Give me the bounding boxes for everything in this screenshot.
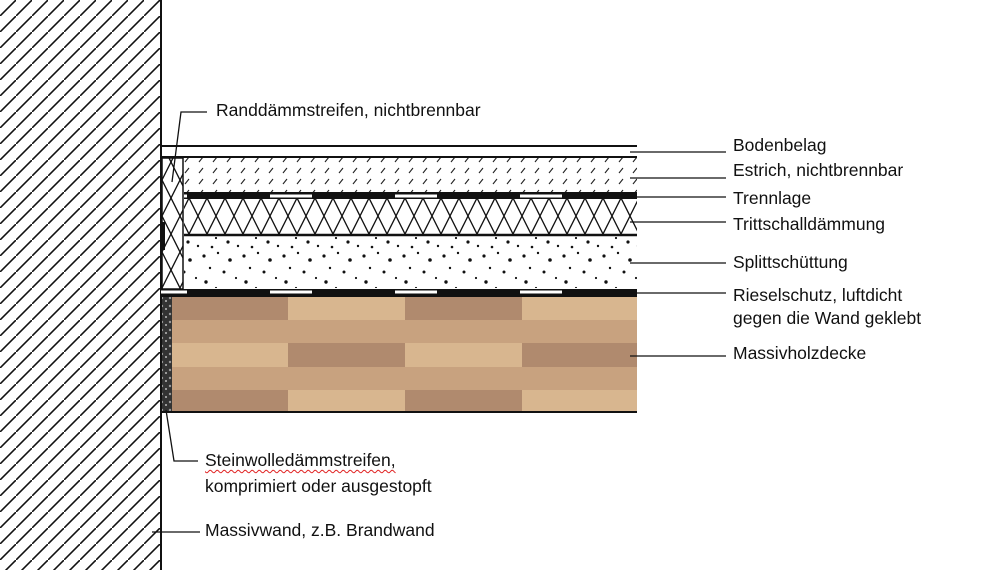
- wood-lamella: [172, 367, 288, 390]
- label-trennlage: Trennlage: [733, 188, 812, 208]
- layer-trennlage: [184, 192, 637, 199]
- wood-lamella: [288, 343, 405, 367]
- massive-wall: [0, 0, 161, 570]
- stone-wool-strip: [162, 297, 172, 412]
- leader-lines: [152, 111, 726, 533]
- label-rieselschutz-line1: Rieselschutz, luftdicht: [733, 285, 903, 305]
- label-bodenbelag: Bodenbelag: [733, 135, 827, 155]
- label-splitt: Splittschüttung: [733, 252, 848, 272]
- wood-lamella: [172, 297, 288, 320]
- label-trittschall: Trittschalldämmung: [733, 214, 886, 234]
- wood-lamella: [405, 390, 522, 412]
- wood-lamella: [405, 343, 522, 367]
- label-massivwand: Massivwand, z.B. Brandwand: [205, 520, 435, 540]
- label-steinwolle-line1: Steinwolledämmstreifen,: [205, 450, 396, 470]
- wood-lamella: [405, 297, 522, 320]
- wood-lamella: [522, 320, 637, 343]
- wood-lamella: [522, 343, 637, 367]
- layer-massivholzdecke: [172, 297, 637, 412]
- wood-lamella: [288, 390, 405, 412]
- wood-lamella: [172, 320, 288, 343]
- wood-lamella: [288, 320, 405, 343]
- wood-lamella: [522, 297, 637, 320]
- label-rieselschutz-line2: gegen die Wand geklebt: [733, 308, 922, 328]
- layer-estrich: [184, 158, 637, 192]
- wood-lamella: [405, 367, 522, 390]
- wood-lamella: [172, 390, 288, 412]
- layer-splitt: [184, 237, 637, 288]
- wood-lamella: [172, 343, 288, 367]
- wood-lamella: [288, 367, 405, 390]
- layer-bodenbelag: [161, 145, 637, 158]
- wood-lamella: [405, 320, 522, 343]
- wood-lamella: [288, 297, 405, 320]
- label-massivholzdecke: Massivholzdecke: [733, 343, 867, 363]
- label-randdaemmstreifen: Randdämmstreifen, nichtbrennbar: [216, 100, 481, 120]
- layer-rieselschutz: [161, 289, 637, 297]
- wood-lamella: [522, 367, 637, 390]
- layer-trittschall: [184, 199, 637, 235]
- label-estrich: Estrich, nichtbrennbar: [733, 160, 904, 180]
- wood-lamella: [522, 390, 637, 412]
- label-steinwolle-line2: komprimiert oder ausgestopft: [205, 476, 432, 496]
